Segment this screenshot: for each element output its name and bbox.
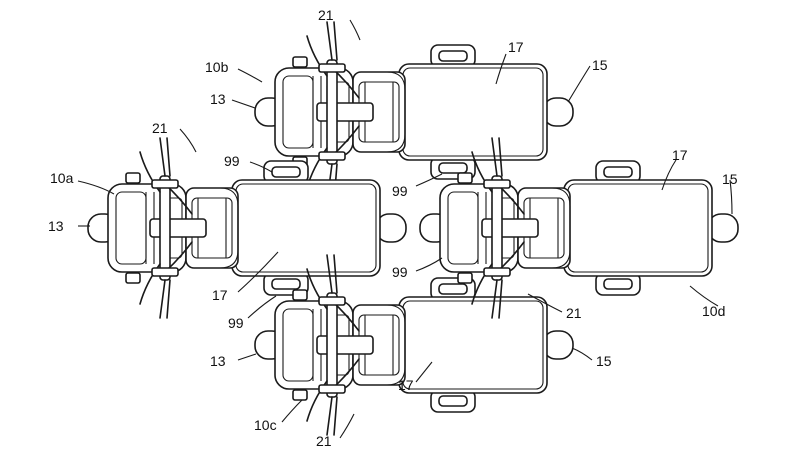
label-10a: 10a (50, 170, 74, 186)
label-17-bottom: 17 (398, 377, 414, 393)
label-15-bottom: 15 (596, 353, 612, 369)
label-99-1: 99 (224, 153, 240, 169)
label-13-left: 13 (48, 218, 64, 234)
label-17-left: 17 (212, 287, 228, 303)
label-21-top: 21 (318, 7, 334, 23)
label-15-right: 15 (722, 171, 738, 187)
label-10d: 10d (702, 303, 725, 319)
label-21-left: 21 (152, 120, 168, 136)
label-99-4: 99 (228, 315, 244, 331)
label-15-top: 15 (592, 57, 608, 73)
vehicle-10a (87, 137, 407, 319)
label-99-2: 99 (392, 183, 408, 199)
label-17-top: 17 (508, 39, 524, 55)
label-17-right: 17 (672, 147, 688, 163)
leader-lines (77, 19, 733, 439)
label-21-bottom: 21 (316, 433, 332, 449)
callout-labels: 10b 13 17 15 21 21 10a 13 99 99 17 15 99… (48, 7, 738, 449)
label-10c: 10c (254, 417, 277, 433)
label-99-3: 99 (392, 264, 408, 280)
label-10b: 10b (205, 59, 229, 75)
label-13-top: 13 (210, 91, 226, 107)
label-13-bottom: 13 (210, 353, 226, 369)
label-21-right: 21 (566, 305, 582, 321)
